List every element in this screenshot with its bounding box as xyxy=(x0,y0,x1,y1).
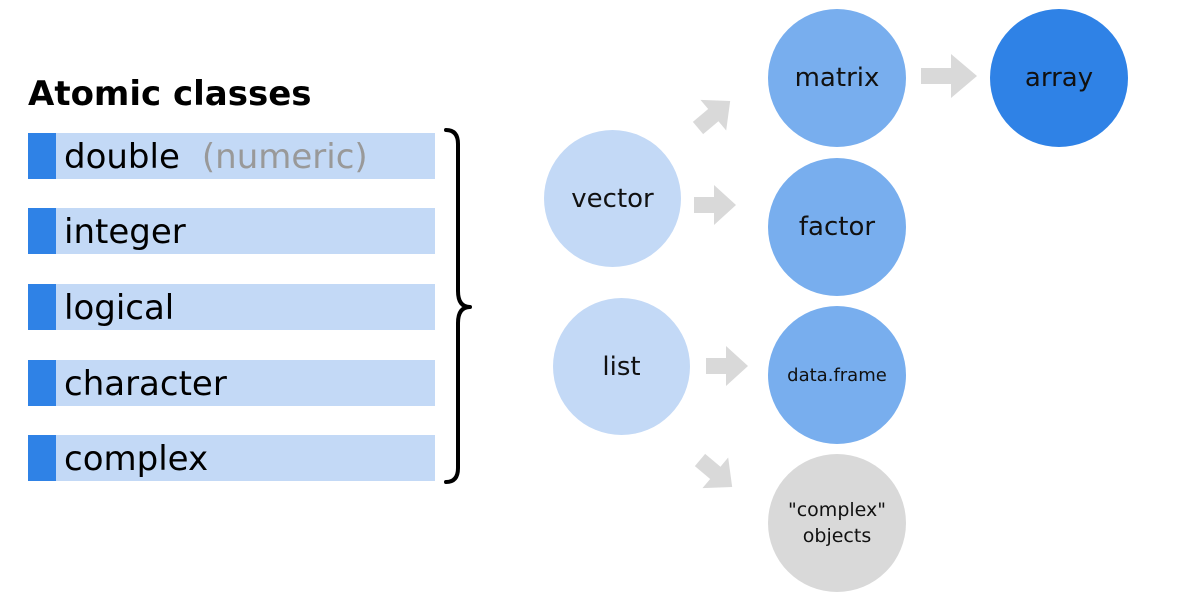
atomic-class-label: logical xyxy=(64,288,175,328)
node-factor: factor xyxy=(768,158,906,296)
row-accent-bar xyxy=(28,208,56,254)
atomic-class-label: character xyxy=(64,364,227,404)
node-label-line1: "complex" xyxy=(788,499,886,521)
arrow-vector-to-matrix xyxy=(692,99,731,135)
row-accent-bar xyxy=(28,284,56,330)
node-data-frame: data.frame xyxy=(768,306,906,444)
node-label-line2: objects xyxy=(802,525,872,547)
atomic-class-complex: complex xyxy=(28,435,435,481)
atomic-class-label: complex xyxy=(64,439,209,479)
atomic-classes-heading: Atomic classes xyxy=(28,74,312,114)
atomic-class-character: character xyxy=(28,360,435,406)
node-label: data.frame xyxy=(787,364,887,386)
arrow-list-to-data-frame xyxy=(706,346,748,386)
node-vector: vector xyxy=(544,130,681,267)
row-accent-bar xyxy=(28,435,56,481)
atomic-class-label: double (numeric) xyxy=(64,133,368,179)
atomic-class-label: integer xyxy=(64,212,186,252)
atomic-class-double: double (numeric) xyxy=(28,133,435,179)
row-accent-bar xyxy=(28,133,56,179)
row-accent-bar xyxy=(28,360,56,406)
arrow-vector-to-factor xyxy=(694,185,736,225)
node-matrix: matrix xyxy=(768,9,906,147)
node-label: array xyxy=(1024,63,1094,93)
node-label: factor xyxy=(798,212,876,242)
arrow-list-to-complex-objects xyxy=(694,453,733,489)
atomic-class-note: (numeric) xyxy=(201,137,368,177)
curly-brace xyxy=(444,128,472,484)
atomic-class-integer: integer xyxy=(28,208,435,254)
arrow-matrix-to-array xyxy=(921,54,977,98)
node-label: vector xyxy=(571,183,654,214)
node-label: matrix xyxy=(794,63,880,93)
node-label: list xyxy=(602,351,641,382)
node-complex-objects: "complex" objects xyxy=(768,454,906,592)
node-list: list xyxy=(553,298,690,435)
node-array: array xyxy=(990,9,1128,147)
atomic-class-name: double xyxy=(64,137,180,177)
atomic-class-logical: logical xyxy=(28,284,435,330)
